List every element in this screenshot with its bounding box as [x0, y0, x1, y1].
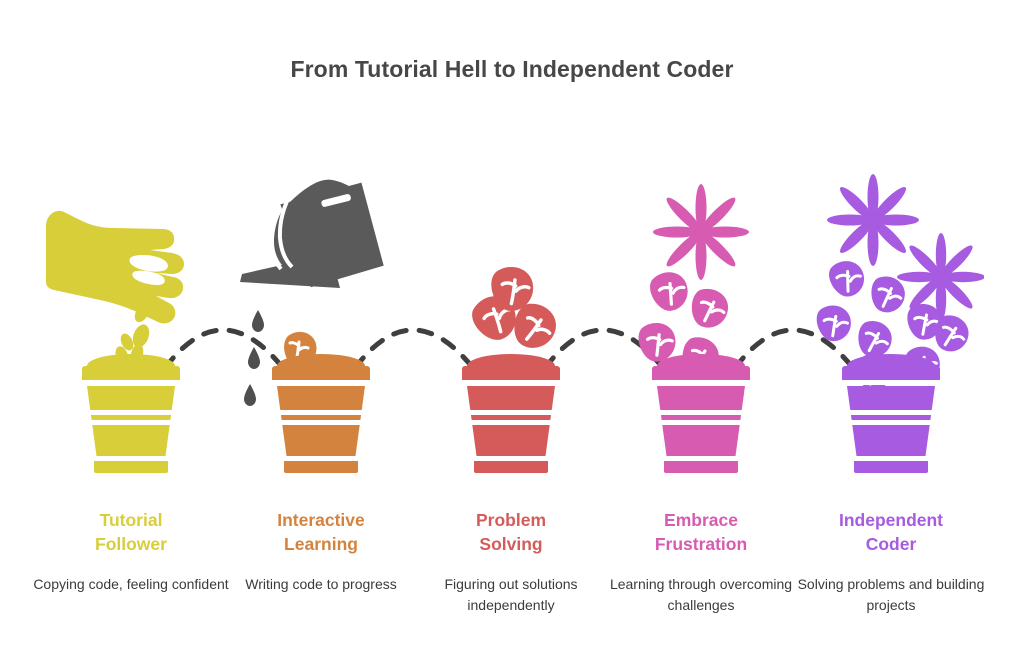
seed: [134, 303, 150, 323]
plant-pot: [652, 354, 750, 473]
stage-art-embrace-frustration: [608, 170, 794, 480]
water-drops: [244, 310, 264, 406]
stage-title-line2: Coder: [865, 534, 917, 554]
stage-art-tutorial-follower: [38, 170, 224, 480]
seed: [132, 324, 150, 348]
plant-pot: [272, 354, 370, 473]
pot-body: [847, 386, 935, 467]
stage-art-interactive-learning: [228, 170, 414, 480]
pot-base: [854, 459, 928, 473]
flower-and-leaves-icon: [638, 184, 749, 377]
stage-interactive-learning[interactable]: Interactive Learning Writing code to pro…: [228, 170, 414, 650]
pot-base: [474, 459, 548, 473]
stage-title-interactive-learning: Interactive Learning: [228, 508, 414, 556]
pot-body: [277, 386, 365, 467]
stage-title-independent-coder: Independent Coder: [798, 508, 984, 556]
stage-title-tutorial-follower: Tutorial Follower: [38, 508, 224, 556]
pot-base: [94, 459, 168, 473]
plant-pot: [462, 354, 560, 473]
stage-title-line1: Embrace: [664, 510, 738, 530]
stage-title-problem-solving: Problem Solving: [418, 508, 604, 556]
flower: [897, 233, 984, 321]
pot-rim: [462, 366, 560, 383]
stage-title-line2: Follower: [95, 534, 167, 554]
pot-body: [657, 386, 745, 467]
seed: [115, 346, 129, 366]
water-drop: [244, 384, 256, 406]
hand-dropping-seeds-icon: [46, 210, 184, 378]
stage-embrace-frustration[interactable]: Embrace Frustration Learning through ove…: [608, 170, 794, 650]
seed: [120, 333, 134, 351]
pot-base: [284, 459, 358, 473]
stage-independent-coder[interactable]: Independent Coder Solving problems and b…: [798, 170, 984, 650]
stage-title-embrace-frustration: Embrace Frustration: [608, 508, 794, 556]
stage-description-embrace-frustration: Learning through overcoming challenges: [609, 576, 793, 613]
stage-art-problem-solving: [418, 170, 604, 480]
stage-tutorial-follower[interactable]: Tutorial Follower Copying code, feeling …: [33, 170, 229, 650]
pot-rim: [272, 366, 370, 383]
stage-title-line2: Learning: [284, 534, 358, 554]
stage-problem-solving[interactable]: Problem Solving Figuring out solutions i…: [418, 170, 604, 650]
pot-rim: [652, 366, 750, 383]
pot-body: [87, 386, 175, 467]
stage-title-line2: Frustration: [654, 534, 748, 554]
watering-can-icon: [240, 179, 384, 288]
stage-title-line2: Solving: [479, 534, 543, 554]
flower: [827, 174, 919, 266]
stage-title-line1: Tutorial: [99, 510, 163, 530]
stage-art-independent-coder: [798, 170, 984, 480]
stage-description-independent-coder: Solving problems and building projects: [797, 576, 985, 613]
stage-title-line1: Interactive: [277, 510, 365, 530]
seed: [130, 344, 144, 364]
three-leaves-icon: [472, 266, 556, 348]
pot-base: [664, 459, 738, 473]
page-title: From Tutorial Hell to Independent Coder: [290, 56, 734, 82]
stage-title-line1: Problem: [475, 510, 547, 530]
flower: [653, 184, 749, 280]
water-drop: [252, 310, 264, 332]
plant-pot: [842, 354, 940, 473]
pot-rim: [842, 366, 940, 383]
stage-description-interactive-learning: Writing code to progress: [245, 576, 397, 592]
plant-pot: [82, 344, 180, 473]
stage-description-problem-solving: Figuring out solutions independently: [444, 576, 578, 613]
stage-title-line1: Independent: [838, 510, 944, 530]
pot-rim: [82, 366, 180, 383]
stage-description-tutorial-follower: Copying code, feeling confident: [33, 576, 229, 592]
leaf: [650, 272, 688, 311]
pot-body: [467, 386, 555, 467]
water-drop: [248, 347, 260, 369]
